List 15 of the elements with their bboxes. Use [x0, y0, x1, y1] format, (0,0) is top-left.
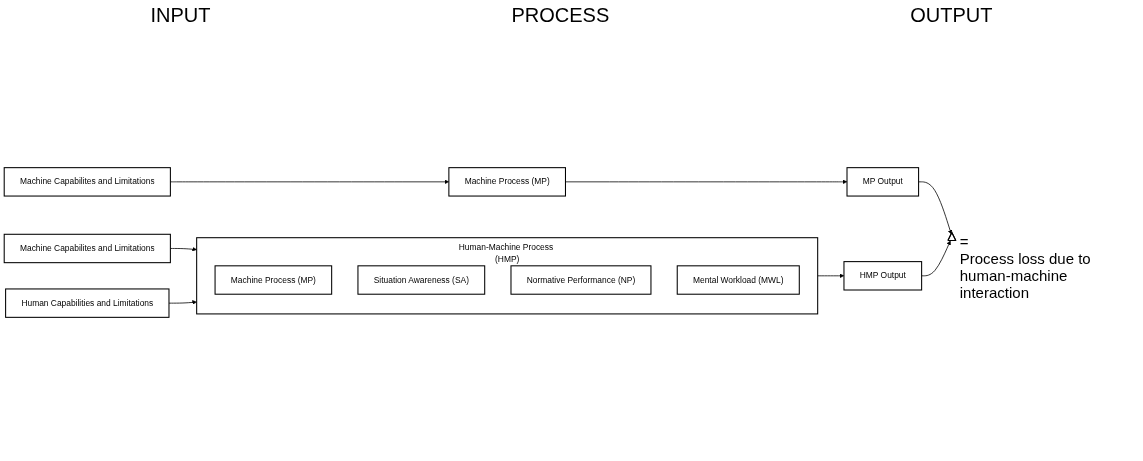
node-box: MP Output	[846, 167, 920, 197]
node-box: Normative Performance (NP)	[510, 265, 652, 295]
node-box: HMP Output	[843, 261, 923, 291]
node-box: Machine Process (MP)	[214, 265, 333, 295]
node-box: Situation Awareness (SA)	[357, 265, 486, 295]
node-box: Machine Process (MP)	[448, 167, 566, 197]
node-box: Machine Capabilites and Limitations	[3, 233, 171, 264]
equals-sign: =	[959, 232, 969, 250]
node-box: Mental Workload (MWL)	[676, 265, 800, 295]
note-text: Process loss due to human-machine interaction	[959, 249, 1092, 301]
column-heading: PROCESS	[511, 3, 610, 27]
column-heading: OUTPUT	[910, 3, 993, 27]
node-box: Machine Capabilites and Limitations	[3, 167, 171, 197]
column-heading: INPUT	[150, 3, 211, 27]
node-box: Human Capabilities and Limitations	[5, 288, 170, 318]
